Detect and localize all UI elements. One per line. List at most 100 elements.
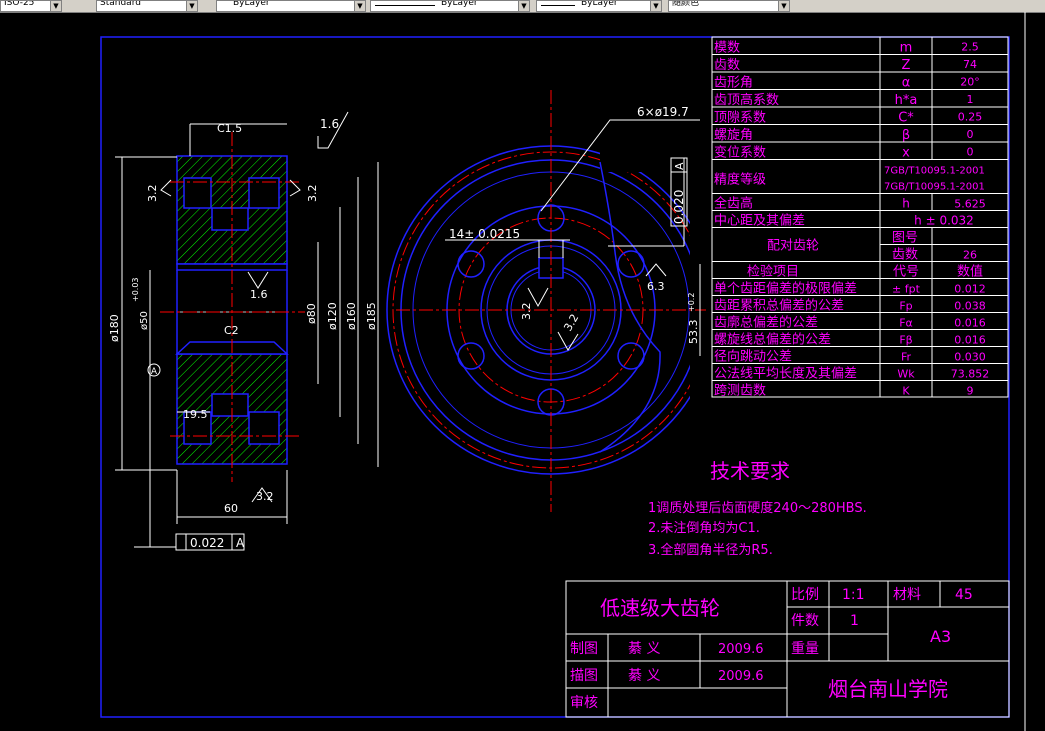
param-symbol: m: [900, 41, 913, 56]
school-name: 烟台南山学院: [828, 677, 948, 701]
technical-requirements: 技术要求 1调质处理后齿面硬度240～280HBS. 2.未注倒角均为C1. 3…: [648, 459, 867, 558]
full-height-value: 5.625: [954, 198, 986, 211]
note-3: 3.全部圆角半径为R5.: [648, 542, 773, 558]
param-value: 20°: [960, 76, 980, 89]
part-name: 低速级大齿轮: [600, 596, 720, 620]
linetype-preview: [375, 5, 435, 6]
notes-title: 技术要求: [710, 459, 790, 483]
datum-a-label: A: [151, 367, 158, 377]
keyway-depth-label: 53.3: [687, 320, 700, 345]
properties-toolbar: ISO-25 ▼ Standard ▼ ByLayer ▼ ByLayer ▼ …: [0, 0, 1045, 13]
mate-teeth-label: 齿数: [892, 248, 918, 263]
check-item-value: 9: [967, 385, 974, 398]
chevron-down-icon[interactable]: ▼: [354, 1, 365, 11]
param-value: 2.5: [961, 41, 979, 54]
check-item-symbol: K: [902, 385, 910, 398]
param-value: 0: [967, 128, 974, 141]
chevron-down-icon[interactable]: ▼: [518, 1, 529, 11]
chamfer-mid-label: C2: [224, 324, 239, 337]
center-distance-label: 中心距及其偏差: [714, 214, 805, 229]
dimstyle-value: ISO-25: [4, 0, 35, 8]
code-header: 代号: [893, 265, 919, 280]
check-item-name: 螺旋线总偏差的公差: [714, 332, 831, 348]
param-name: 齿数: [714, 58, 740, 73]
traced-by: 綦 义: [628, 668, 660, 684]
plotstyle-value: 随颜色: [672, 0, 700, 8]
chevron-down-icon[interactable]: ▼: [778, 1, 789, 11]
plotstyle-select[interactable]: 随颜色 ▼: [668, 0, 790, 12]
runout-value: 0.022: [190, 536, 224, 550]
param-symbol: β: [902, 128, 910, 143]
dim-60: 60: [224, 502, 238, 515]
chevron-down-icon[interactable]: ▼: [650, 1, 661, 11]
check-item-header: 检验项目: [747, 264, 799, 280]
check-item-value: 0.038: [954, 300, 986, 313]
param-value: 0: [967, 146, 974, 159]
dim-d180: ø180: [108, 314, 121, 342]
sheet-size: A3: [930, 627, 951, 646]
drawn-date: 2009.6: [718, 642, 764, 657]
keyway-width-label: 14± 0.0215: [449, 227, 520, 241]
drawn-label: 制图: [570, 641, 598, 657]
textstyle-select[interactable]: Standard ▼: [96, 0, 198, 12]
param-value: 1: [967, 93, 974, 106]
check-item-symbol: Fβ: [899, 334, 912, 347]
dim-d185: ø185: [365, 302, 378, 330]
layer-color-value: ByLayer: [233, 0, 270, 8]
param-symbol: x: [902, 146, 910, 161]
check-item-name: 齿廓总偏差的公差: [714, 315, 818, 331]
dimstyle-select[interactable]: ISO-25 ▼: [0, 0, 62, 12]
drawing-frame: [100, 36, 1010, 718]
chevron-down-icon[interactable]: ▼: [186, 1, 197, 11]
check-item-value: 73.852: [951, 368, 990, 381]
gear-section-view: A 0.022 A C1.5 C2 1.6 3.2 3.2 1.6 3.2 ø1…: [108, 111, 379, 551]
drawing-canvas[interactable]: A 0.022 A C1.5 C2 1.6 3.2 3.2 1.6 3.2 ø1…: [0, 12, 1045, 731]
center-distance-value: h ± 0.032: [914, 214, 974, 228]
check-item-name: 公法线平均长度及其偏差: [714, 366, 857, 382]
full-height-symbol: h: [902, 197, 910, 211]
param-name: 螺旋角: [714, 128, 753, 143]
symmetry-value: 0.020: [672, 190, 686, 224]
param-symbol: h*a: [895, 93, 918, 108]
chamfer-top-label: C1.5: [217, 122, 242, 135]
dim-d50-tol: +0.03: [131, 277, 140, 302]
mate-teeth-value: 26: [963, 249, 977, 262]
check-item-symbol: Fr: [901, 351, 912, 364]
roughness-right-label: 3.2: [306, 185, 319, 203]
dim-d120: ø120: [326, 302, 339, 330]
lineweight-select[interactable]: ByLayer ▼: [536, 0, 662, 12]
check-item-value: 0.016: [954, 334, 986, 347]
title-block: 低速级大齿轮 比例 1:1 材料 45 件数 1 A3 重量 制图 綦 义 20…: [565, 580, 1010, 718]
scale-label: 比例: [791, 587, 819, 603]
note-1: 1调质处理后齿面硬度240～280HBS.: [648, 500, 867, 516]
weight-label: 重量: [791, 641, 819, 657]
param-name: 齿顶高系数: [714, 92, 779, 108]
roughness-bottom-label: 3.2: [256, 490, 274, 503]
param-name: 齿形角: [714, 76, 753, 91]
value-header: 数值: [957, 264, 983, 280]
check-item-name: 径向跳动公差: [714, 349, 792, 365]
qty-label: 件数: [791, 613, 819, 629]
dim-d50: ø50: [139, 311, 150, 330]
material-value: 45: [955, 587, 973, 603]
chevron-down-icon[interactable]: ▼: [50, 1, 61, 11]
linetype-value: ByLayer: [441, 0, 478, 8]
accuracy-value-2: 7GB/T10095.1-2001: [884, 182, 985, 193]
param-symbol: Z: [902, 58, 911, 73]
roughness-left-label: 3.2: [146, 185, 159, 203]
check-item-symbol: Wk: [897, 368, 915, 381]
linetype-select[interactable]: ByLayer ▼: [370, 0, 530, 12]
full-height-label: 全齿高: [714, 196, 753, 212]
layer-color-select[interactable]: ByLayer ▼: [216, 0, 366, 12]
qty-value: 1: [850, 613, 859, 629]
drawn-by: 綦 义: [628, 641, 660, 657]
roughness-hub2-label: 3.2: [561, 312, 581, 334]
dim-d80: ø80: [305, 303, 318, 324]
check-item-symbol: ± fpt: [892, 283, 921, 296]
accuracy-value-1: 7GB/T10095.1-2001: [884, 166, 985, 177]
check-item-name: 单个齿距偏差的极限偏差: [714, 281, 857, 297]
param-symbol: C*: [898, 111, 914, 126]
material-label: 材料: [893, 587, 921, 603]
mate-drawing-no-label: 图号: [892, 231, 918, 246]
